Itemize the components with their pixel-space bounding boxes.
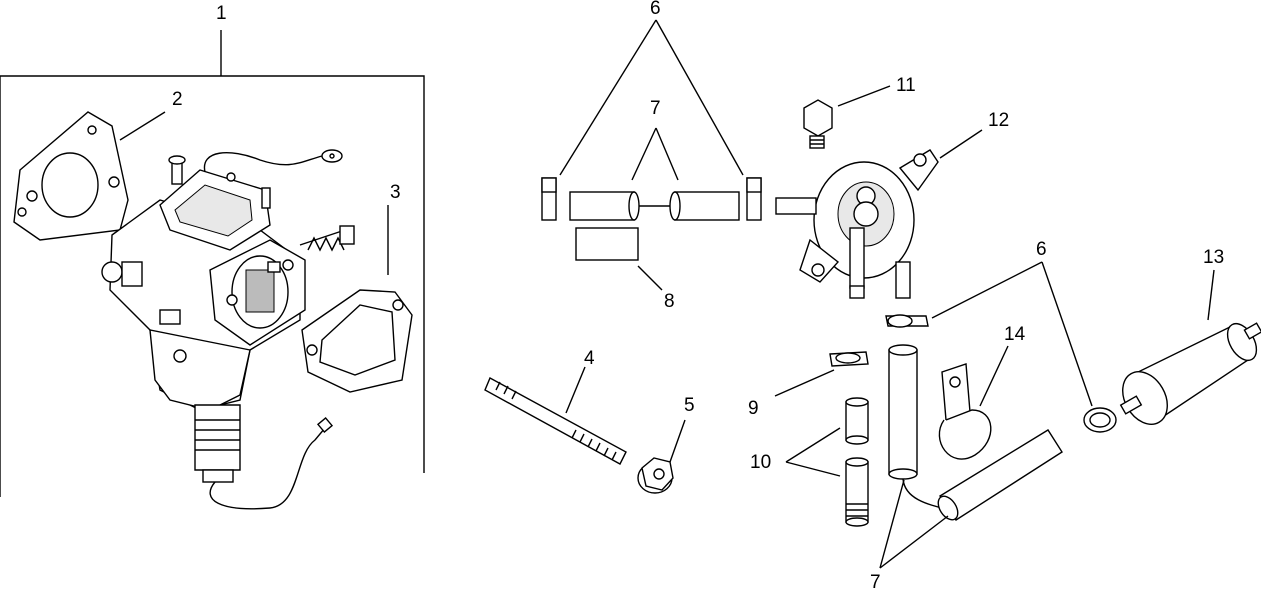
carburetor-gasket	[13, 111, 166, 241]
callout-7-bottom: 7	[870, 572, 881, 593]
fuel-line-upper-group	[541, 19, 762, 291]
callout-7-top: 7	[650, 98, 661, 119]
intake-gasket	[301, 205, 413, 393]
callout-8: 8	[664, 291, 675, 312]
callout-12: 12	[988, 110, 1009, 131]
fuel-line-lower-group	[879, 344, 1063, 569]
callout-6-top: 6	[650, 0, 661, 19]
bushings	[785, 397, 869, 527]
hose-clip	[774, 351, 869, 397]
mounting-stud	[484, 366, 627, 465]
p-clamp	[938, 345, 1009, 460]
callout-9: 9	[748, 398, 759, 419]
callout-4: 4	[584, 348, 595, 369]
callout-13: 13	[1203, 247, 1224, 268]
callout-11: 11	[896, 75, 916, 96]
carburetor-kit-bracket	[0, 30, 425, 497]
carburetor	[101, 149, 355, 510]
flange-nut	[637, 419, 686, 494]
callout-5: 5	[684, 395, 695, 416]
callout-14: 14	[1004, 324, 1026, 345]
callout-10: 10	[750, 452, 771, 473]
callout-2: 2	[172, 89, 183, 110]
hose-clamps-lower	[885, 261, 1117, 433]
callout-6-bottom: 6	[1036, 239, 1047, 260]
callout-3: 3	[390, 182, 401, 203]
fuel-filter	[1119, 269, 1261, 425]
fuel-fitting	[803, 85, 891, 149]
idle-screw-spring	[299, 225, 355, 252]
callout-1: 1	[216, 3, 227, 24]
fuel-pump	[775, 129, 983, 299]
callout-labels: 1 2 3 4 5 6 7 8 9 10 11 12 6 13 14 7	[172, 0, 1224, 593]
